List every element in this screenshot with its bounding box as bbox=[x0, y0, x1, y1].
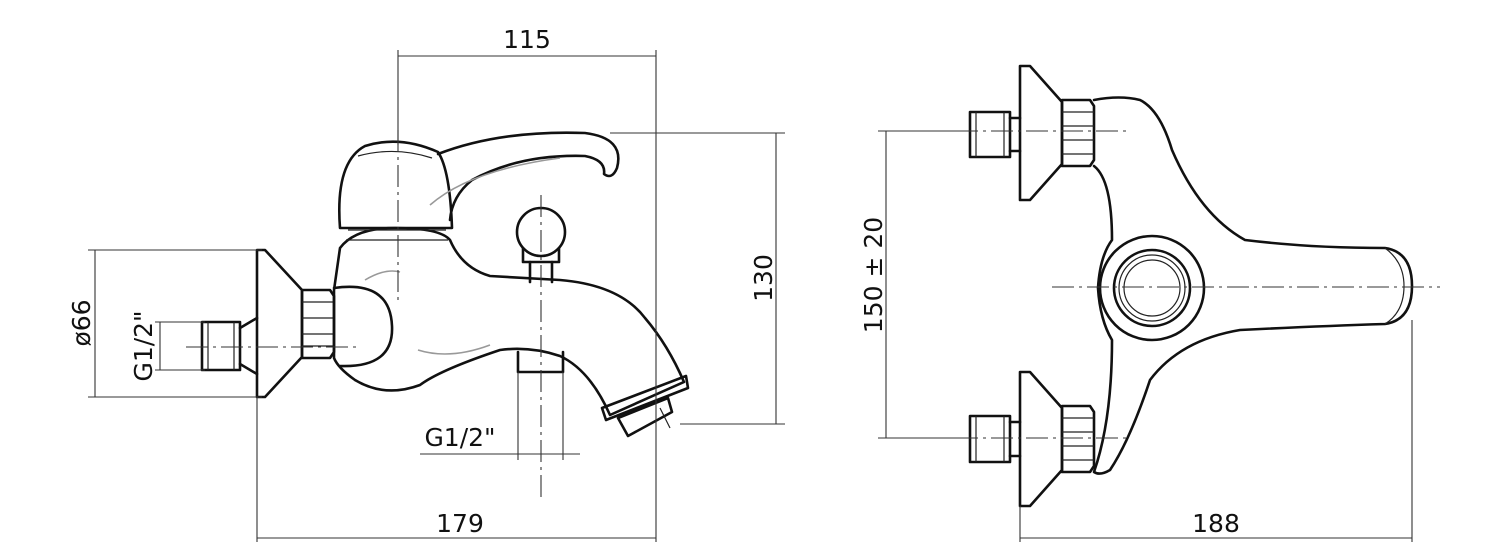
inlet-pipe bbox=[200, 316, 259, 376]
mixer-body bbox=[332, 226, 686, 417]
dimension-130: 130 bbox=[610, 132, 785, 425]
dimension-115-label: 115 bbox=[503, 25, 551, 54]
union-boss bbox=[332, 285, 394, 368]
dimension-188-label: 188 bbox=[1192, 509, 1240, 538]
cartridge-cap bbox=[338, 140, 454, 230]
upper-inlet bbox=[968, 64, 1096, 202]
dimension-outlet-thread-label: G1/2" bbox=[424, 423, 495, 452]
wall-flange bbox=[255, 248, 304, 399]
dimension-outlet-thread: G1/2" bbox=[420, 372, 580, 460]
dimension-115: 115 bbox=[397, 25, 657, 420]
dimension-179: 179 bbox=[256, 397, 657, 542]
dimension-centres: 150 ± 20 bbox=[859, 130, 970, 439]
dimension-flange-diameter-label: ø66 bbox=[67, 299, 96, 346]
dimension-188: 188 bbox=[1019, 320, 1413, 542]
dimension-inlet-thread-label: G1/2" bbox=[129, 310, 158, 381]
spout-aerator bbox=[600, 374, 690, 438]
front-body bbox=[1092, 96, 1414, 475]
dimension-130-label: 130 bbox=[749, 254, 778, 302]
dimension-centres-label: 150 ± 20 bbox=[859, 217, 888, 333]
cartridge-rings bbox=[1098, 234, 1206, 342]
dimension-flange-diameter: ø66 bbox=[67, 249, 262, 398]
front-view: 150 ± 20 188 bbox=[859, 64, 1440, 542]
lever-handle bbox=[436, 131, 620, 222]
side-view: 115 130 ø66 G1/2" G1/2" 179 bbox=[67, 25, 785, 542]
hex-nut bbox=[300, 288, 336, 360]
lower-inlet bbox=[968, 370, 1096, 508]
dimension-inlet-thread: G1/2" bbox=[129, 310, 205, 382]
dimension-179-label: 179 bbox=[436, 509, 484, 538]
